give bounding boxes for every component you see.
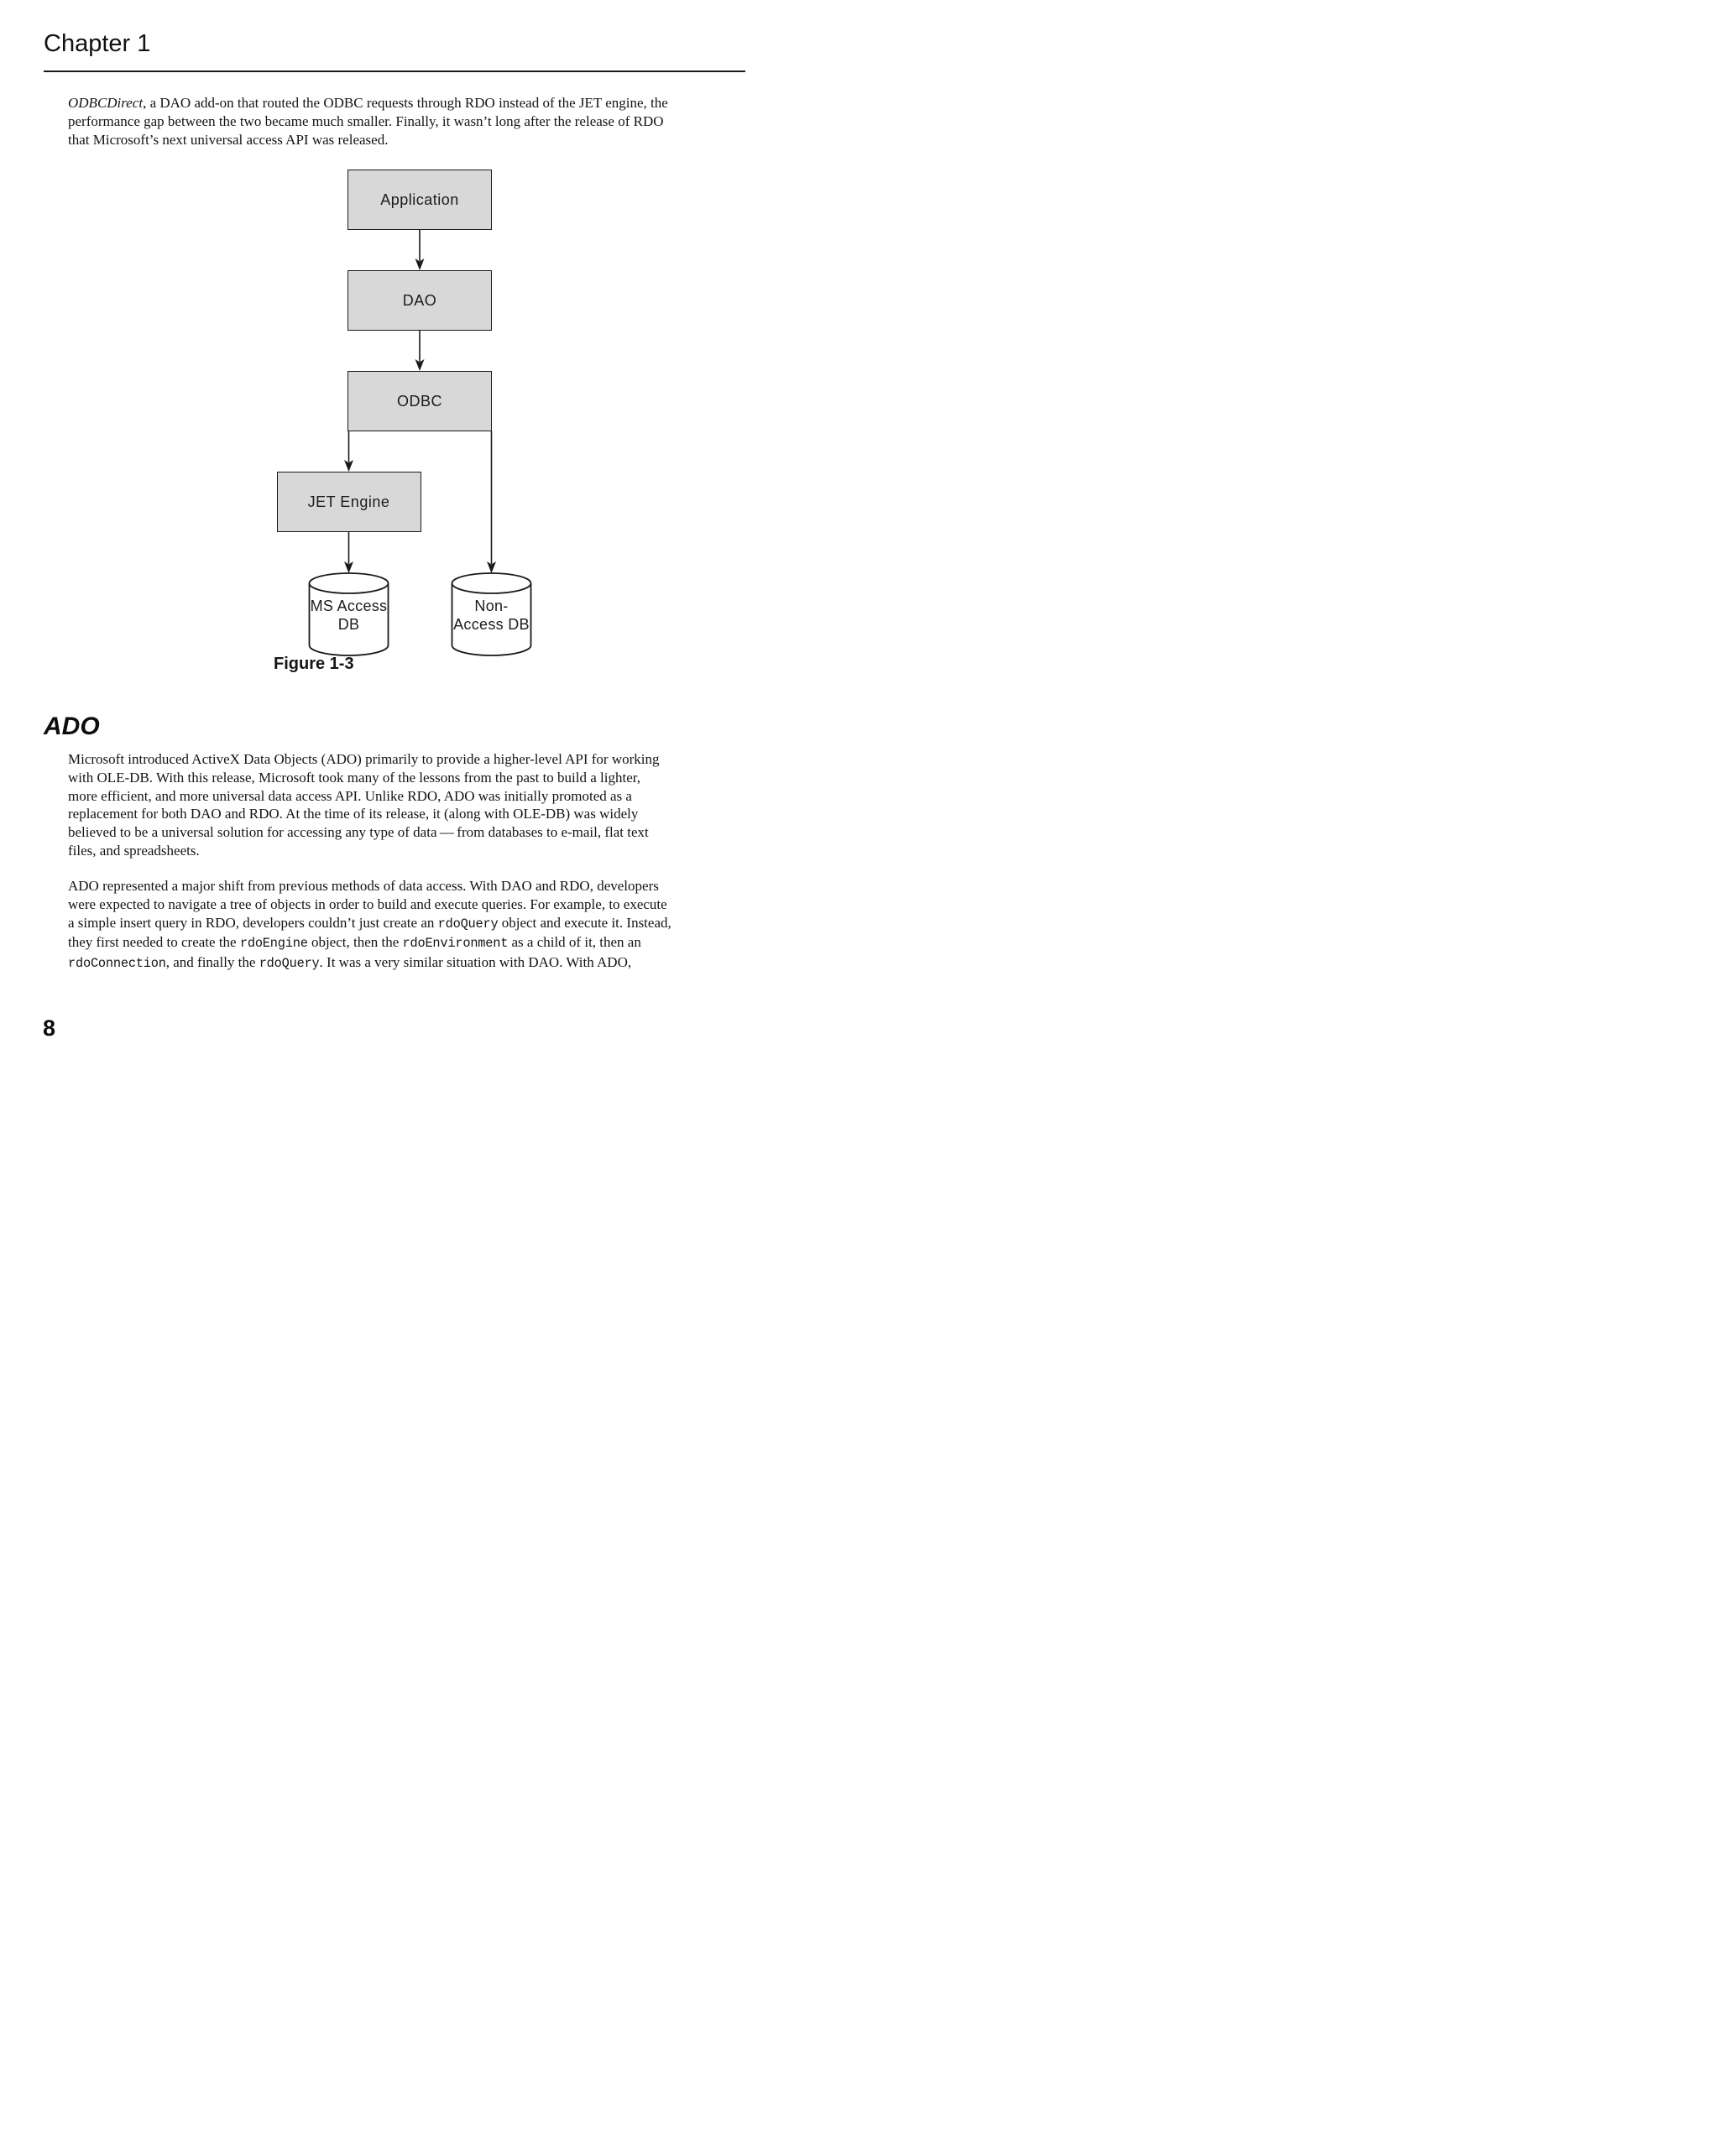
cylinder-label-ms-access-db: MS Access DB	[290, 597, 408, 634]
figure-caption: Figure 1-3	[274, 655, 354, 673]
arrow-jet-engine-to-ms-access-db	[344, 532, 353, 573]
cylinder-label-line: Non-	[474, 598, 509, 614]
cylinder-label-line: Access DB	[453, 616, 530, 633]
cylinder-label-non-access-db: Non- Access DB	[433, 597, 551, 634]
section-heading-ado: ADO	[44, 713, 100, 740]
ado-paragraph-1: Microsoft introduced ActiveX Data Object…	[68, 751, 660, 859]
diagram-box-dao: DAO	[347, 270, 492, 331]
arrow-odbc-to-non-access-db	[487, 431, 496, 573]
diagram-box-label: ODBC	[396, 392, 442, 410]
diagram-box-jet-engine: JET Engine	[276, 472, 421, 532]
diagram-box-application: Application	[347, 170, 492, 230]
ado-paragraph-2: ADO represented a major shift from previ…	[68, 878, 671, 972]
chapter-header: Chapter 1	[44, 30, 151, 57]
diagram-box-odbc: ODBC	[347, 371, 492, 431]
diagram-box-label: JET Engine	[307, 493, 390, 510]
diagram-box-label: DAO	[402, 291, 437, 309]
book-page: Chapter 1 ODBCDirect, a DAO add-on that …	[0, 0, 860, 1078]
header-rule	[44, 70, 745, 72]
intro-paragraph: ODBCDirect, a DAO add-on that routed the…	[68, 95, 668, 148]
arrow-application-to-dao	[415, 230, 425, 270]
cylinder-label-line: MS Access	[310, 598, 388, 614]
arrow-dao-to-odbc	[415, 331, 425, 371]
page-number: 8	[43, 1015, 56, 1041]
cylinder-label-line: DB	[337, 616, 360, 633]
diagram-box-label: Application	[380, 191, 459, 208]
arrow-odbc-to-jet-engine	[344, 431, 353, 472]
